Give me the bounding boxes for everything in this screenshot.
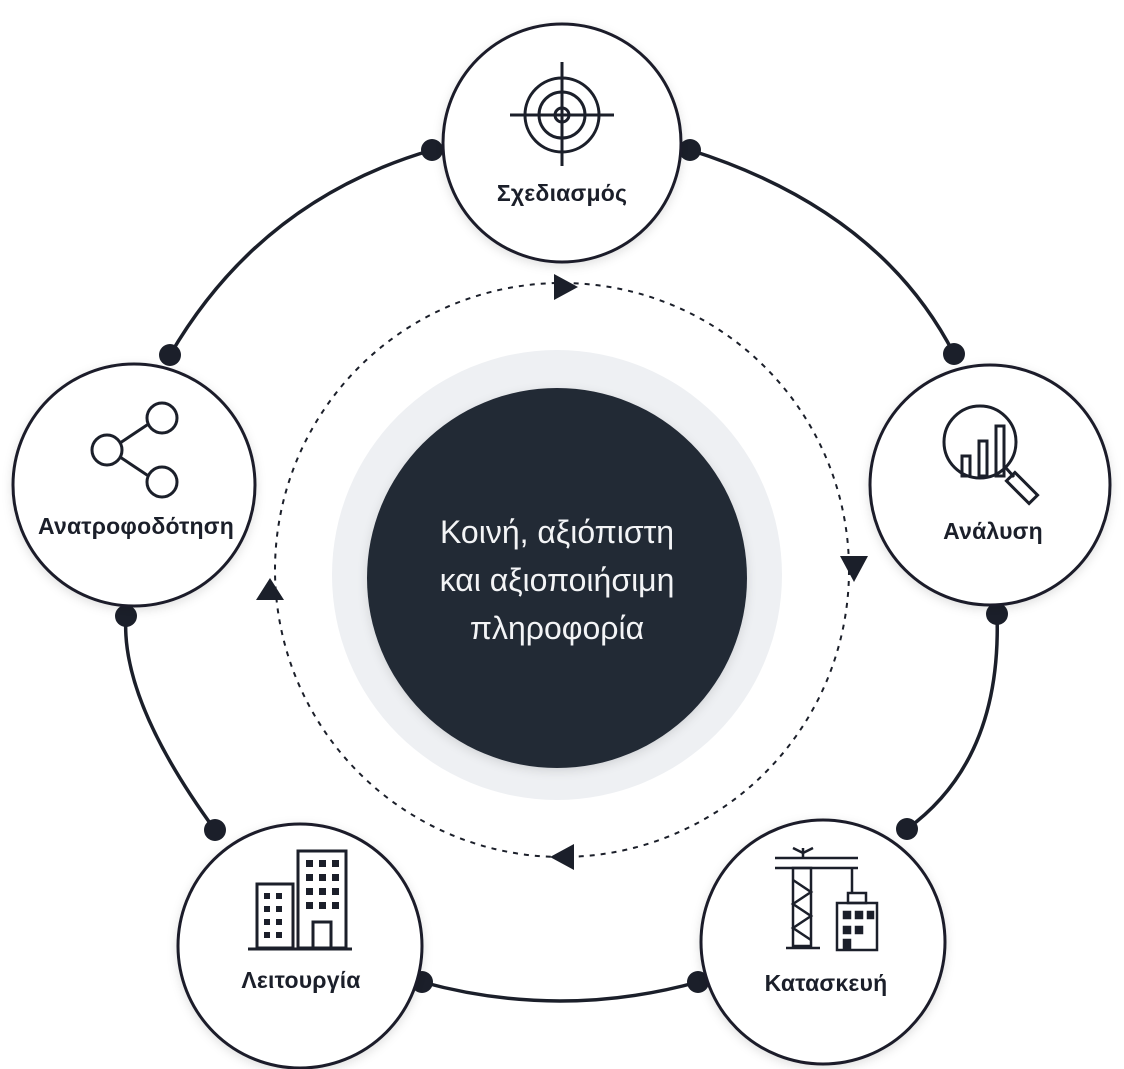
share-icon [90, 401, 179, 499]
cycle-arrow-right [554, 274, 578, 300]
stage-analysis-circle [868, 363, 1112, 607]
center-disc [367, 388, 747, 768]
center-text: Κοινή, αξιόπιστη και αξιοποιήσιμη πληροφ… [397, 508, 717, 652]
cycle-arrow-up [256, 578, 284, 600]
connector-dot [204, 819, 226, 841]
connector-dots [115, 139, 1008, 993]
center-line: Κοινή, αξιόπιστη [439, 514, 675, 550]
outer-connectors [123, 148, 999, 1003]
cycle-arrow-left [550, 844, 574, 870]
connector-dot [159, 344, 181, 366]
connector-analysis-construction [905, 613, 999, 831]
connector-dot [986, 603, 1008, 625]
cycle-arrow-down [840, 556, 868, 582]
target-icon [510, 62, 614, 166]
connector-feedback-planning [168, 148, 433, 356]
connector-dot [421, 139, 443, 161]
stage-construction-label: Κατασκευή [764, 970, 888, 996]
stage-analysis-label: Ανάλυση [943, 518, 1043, 544]
center-line: και αξιοποιήσιμη [439, 562, 675, 598]
chart-magnifier-icon [942, 404, 1040, 506]
stage-feedback-circle [11, 362, 257, 608]
stage-operation-circle [176, 822, 424, 1069]
connector-dot [679, 139, 701, 161]
stage-construction-circle [699, 818, 947, 1066]
stage-planning-label: Σχεδιασμός [496, 180, 628, 206]
stage-feedback-label: Ανατροφοδότηση [38, 513, 234, 539]
crane-building-icon [775, 846, 879, 952]
connector-construction-operation [421, 980, 699, 1003]
cycle-arrows [256, 274, 868, 870]
connector-planning-analysis [689, 148, 956, 355]
connector-dot [943, 343, 965, 365]
stage-operation-label: Λειτουργία [241, 967, 361, 993]
connector-operation-feedback [123, 615, 217, 832]
center-line: πληροφορία [469, 610, 645, 646]
buildings-icon [248, 849, 352, 951]
connector-dot [115, 605, 137, 627]
connector-dot [687, 971, 709, 993]
connector-dot [896, 818, 918, 840]
